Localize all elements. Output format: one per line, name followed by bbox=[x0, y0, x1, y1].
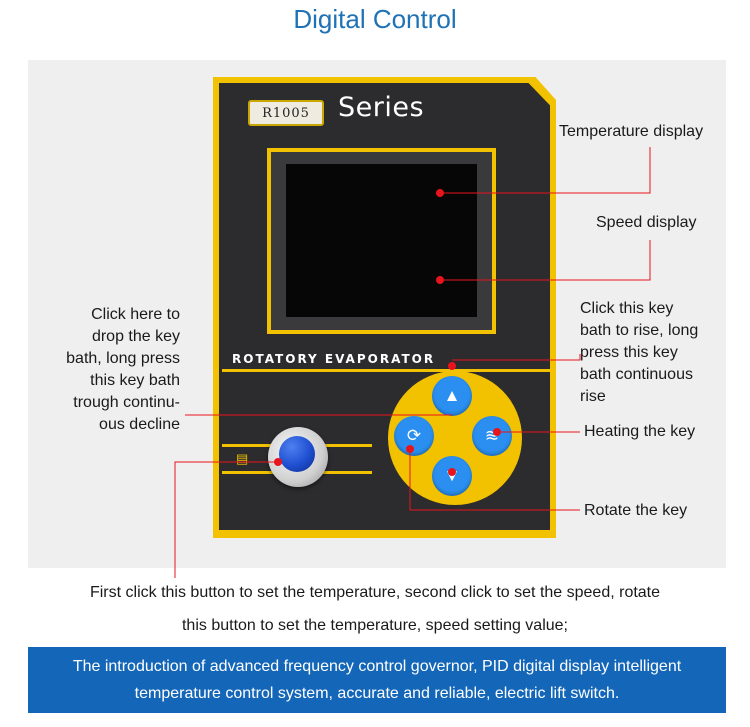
keypad-center bbox=[441, 424, 463, 446]
banner-line-2: temperature control system, accurate and… bbox=[134, 685, 620, 702]
triangle-up-icon: ▲ bbox=[443, 386, 461, 405]
feature-banner: The introduction of advanced frequency c… bbox=[28, 647, 726, 713]
bath-down-button[interactable]: ▼ bbox=[432, 456, 472, 496]
label-speed-display: Speed display bbox=[596, 214, 697, 231]
label-up-key-line: bath to rise, long bbox=[580, 322, 699, 339]
label-down-key-line: Click here to bbox=[91, 306, 180, 323]
control-knob-cap[interactable] bbox=[279, 436, 315, 472]
device-brand-label: ROTATORY EVAPORATOR bbox=[232, 352, 436, 366]
heating-button[interactable]: ≋ bbox=[472, 416, 512, 456]
description-line-2: this button to set the temperature, spee… bbox=[181, 617, 568, 634]
label-up-key-line: bath continuous bbox=[580, 366, 693, 383]
label-down-key-line: drop the key bbox=[91, 328, 180, 345]
banner-line-1: The introduction of advanced frequency c… bbox=[72, 658, 682, 675]
label-down-key: Click here to drop the key bath, long pr… bbox=[40, 304, 180, 436]
label-temperature-display: Temperature display bbox=[559, 123, 704, 140]
panel-icon: ▤ bbox=[236, 451, 249, 466]
model-badge: R1005 bbox=[248, 100, 324, 126]
brand-underline bbox=[222, 369, 552, 372]
label-up-key-line: press this key bbox=[580, 344, 678, 361]
label-heating-key: Heating the key bbox=[584, 423, 696, 440]
triangle-down-icon: ▼ bbox=[443, 466, 461, 485]
label-down-key-line: this key bath bbox=[90, 372, 180, 389]
bath-up-button[interactable]: ▲ bbox=[432, 376, 472, 416]
rotate-button[interactable]: ⟳ bbox=[394, 416, 434, 456]
label-up-key-line: rise bbox=[580, 388, 606, 405]
description-line-1: First click this button to set the tempe… bbox=[89, 584, 661, 601]
heating-icon: ≋ bbox=[484, 426, 500, 445]
label-rotate-key: Rotate the key bbox=[584, 502, 688, 519]
lcd-display bbox=[286, 164, 477, 317]
label-down-key-line: bath, long press bbox=[66, 350, 180, 367]
label-down-key-line: trough continu- bbox=[73, 394, 180, 411]
label-up-key: Click this key bath to rise, long press … bbox=[580, 298, 698, 408]
series-label: Series bbox=[338, 92, 425, 123]
label-down-key-line: ous decline bbox=[99, 416, 180, 433]
page-title: Digital Control bbox=[293, 4, 457, 34]
label-up-key-line: Click this key bbox=[580, 300, 674, 317]
rotate-icon: ⟳ bbox=[406, 426, 422, 445]
